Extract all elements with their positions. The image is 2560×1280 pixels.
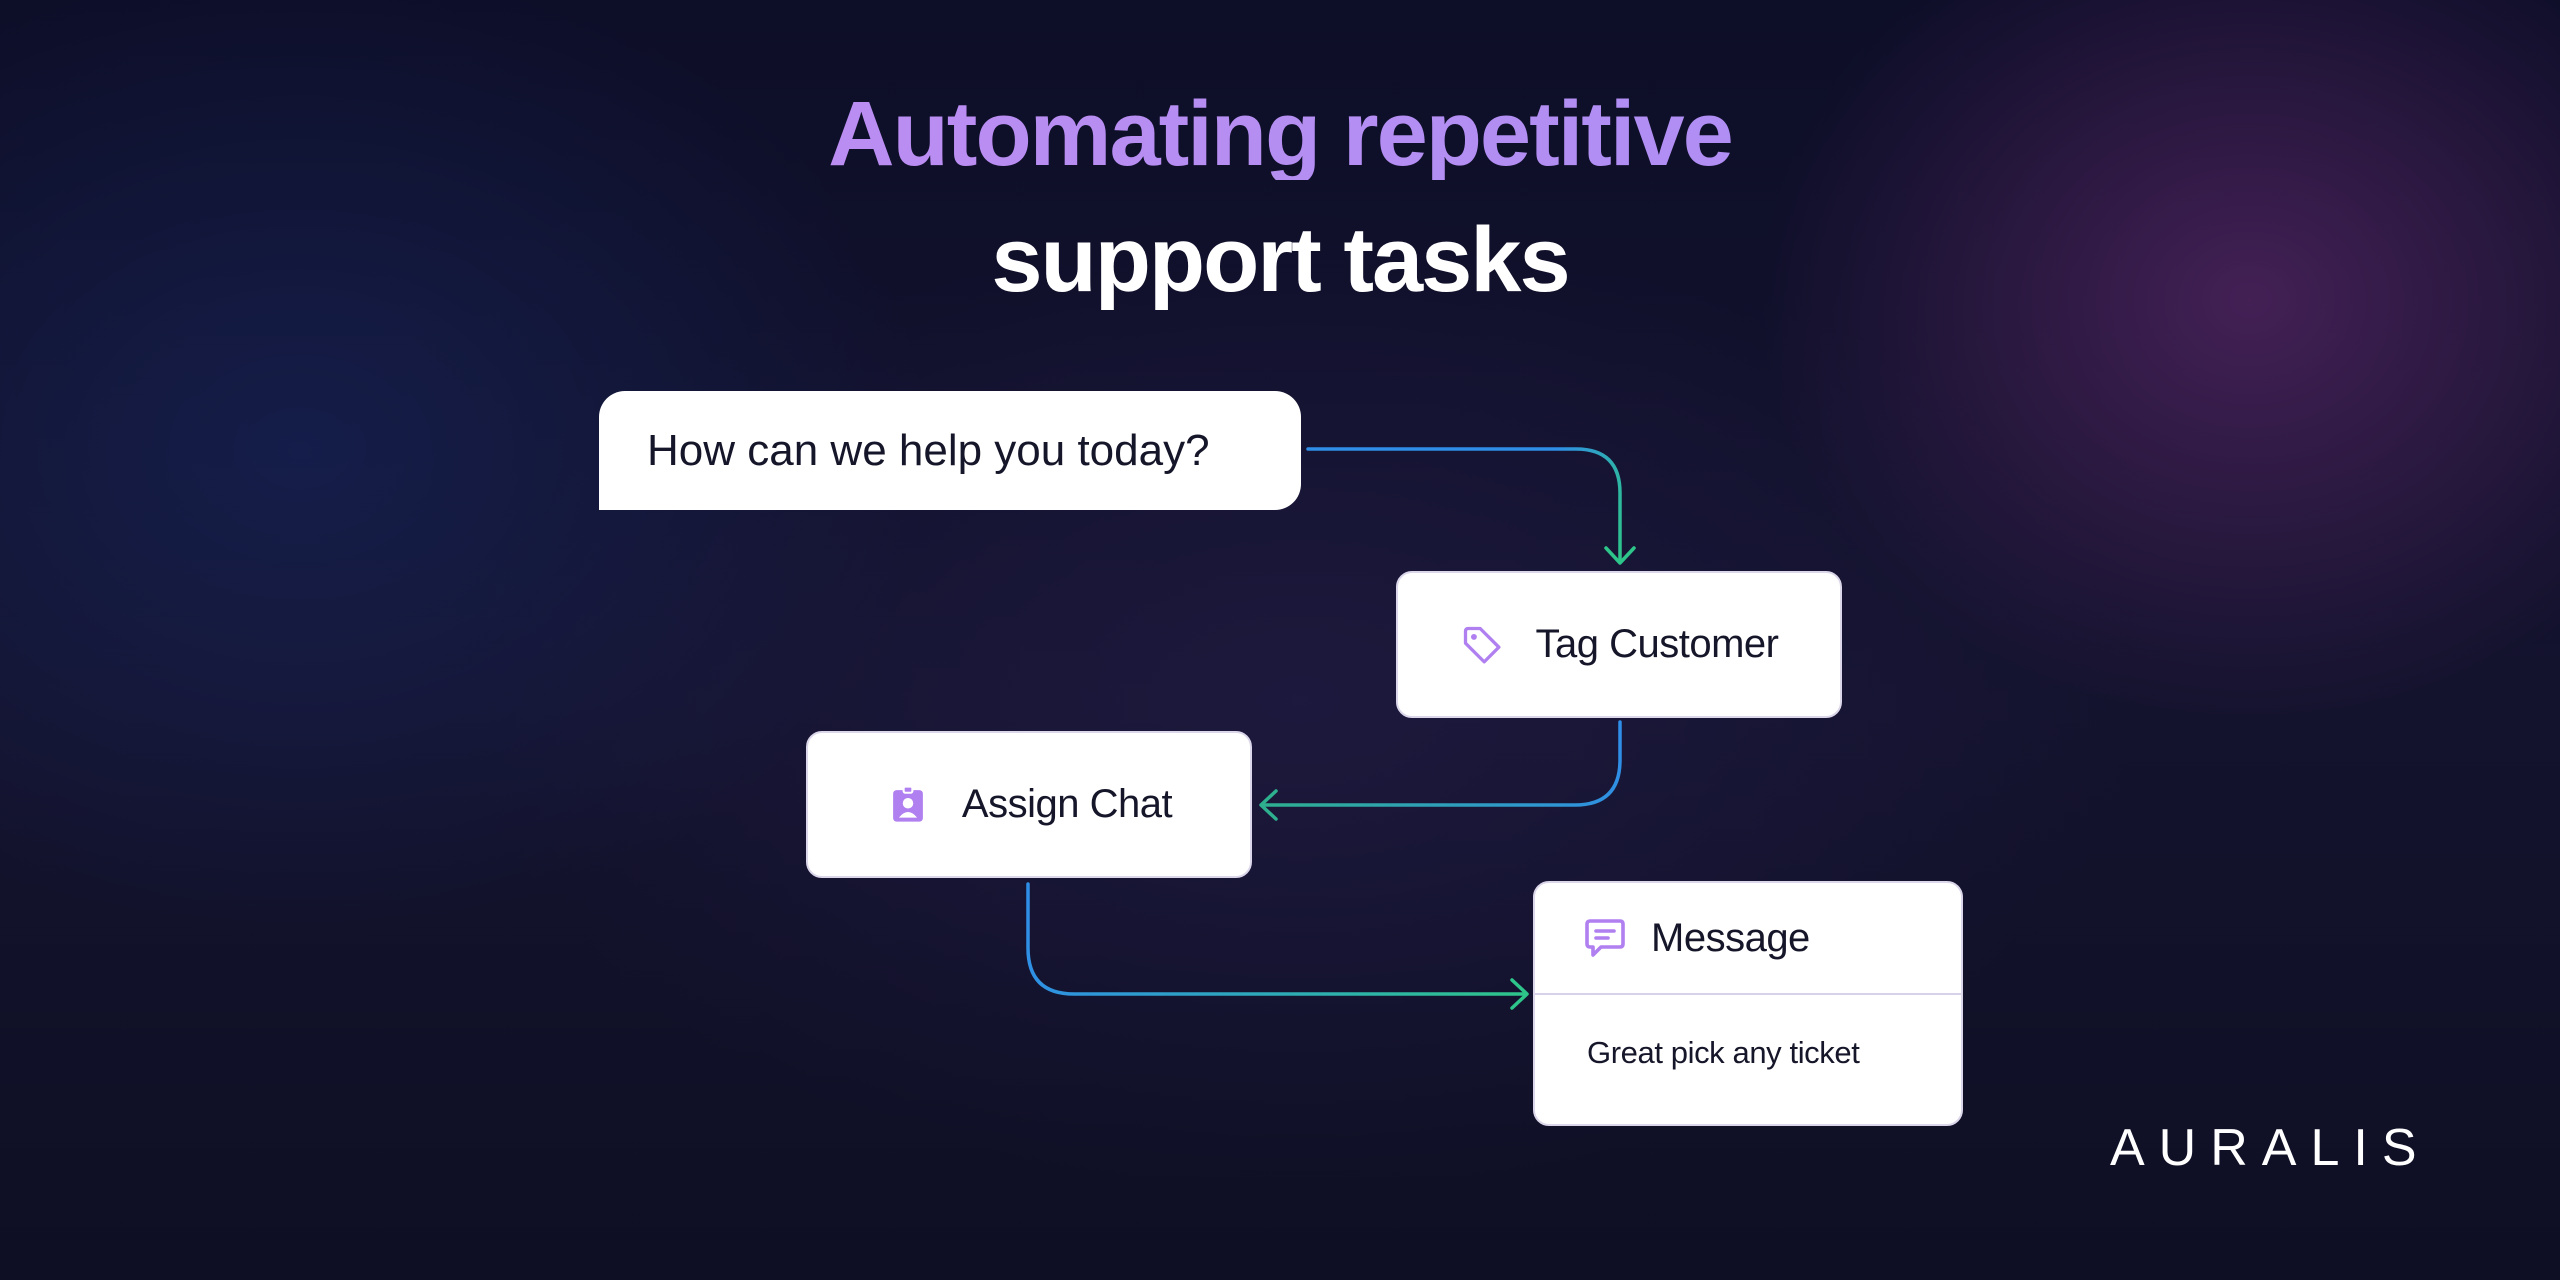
- tag-icon: [1460, 623, 1504, 667]
- tag-customer-label: Tag Customer: [1535, 622, 1779, 666]
- arrowhead-to-message: [1510, 978, 1529, 1010]
- arrowhead-to-tag: [1604, 546, 1636, 565]
- message-card[interactable]: Message Great pick any ticket: [1533, 881, 1963, 1126]
- title-line-accent: Automating repetitive: [0, 88, 2560, 180]
- chat-message-icon: [1581, 914, 1629, 962]
- connector-tag-to-assign: [1260, 720, 1622, 807]
- question-text: How can we help you today?: [647, 425, 1210, 475]
- message-title: Message: [1651, 915, 1810, 960]
- connector-assign-to-message: [1026, 882, 1528, 996]
- brand-logo: AURALIS: [2110, 1119, 2431, 1177]
- question-bubble: How can we help you today?: [599, 391, 1301, 510]
- connector-question-to-tag: [1306, 447, 1622, 564]
- assign-chat-card[interactable]: Assign Chat: [806, 731, 1252, 878]
- assign-chat-label: Assign Chat: [961, 782, 1173, 826]
- message-body-text: Great pick any ticket: [1587, 1035, 1860, 1070]
- id-badge-icon: [886, 783, 930, 827]
- title-line-main: support tasks: [991, 209, 1570, 311]
- tag-customer-card[interactable]: Tag Customer: [1396, 571, 1842, 718]
- arrowhead-to-assign: [1259, 789, 1278, 821]
- message-card-header: Message: [1535, 883, 1961, 995]
